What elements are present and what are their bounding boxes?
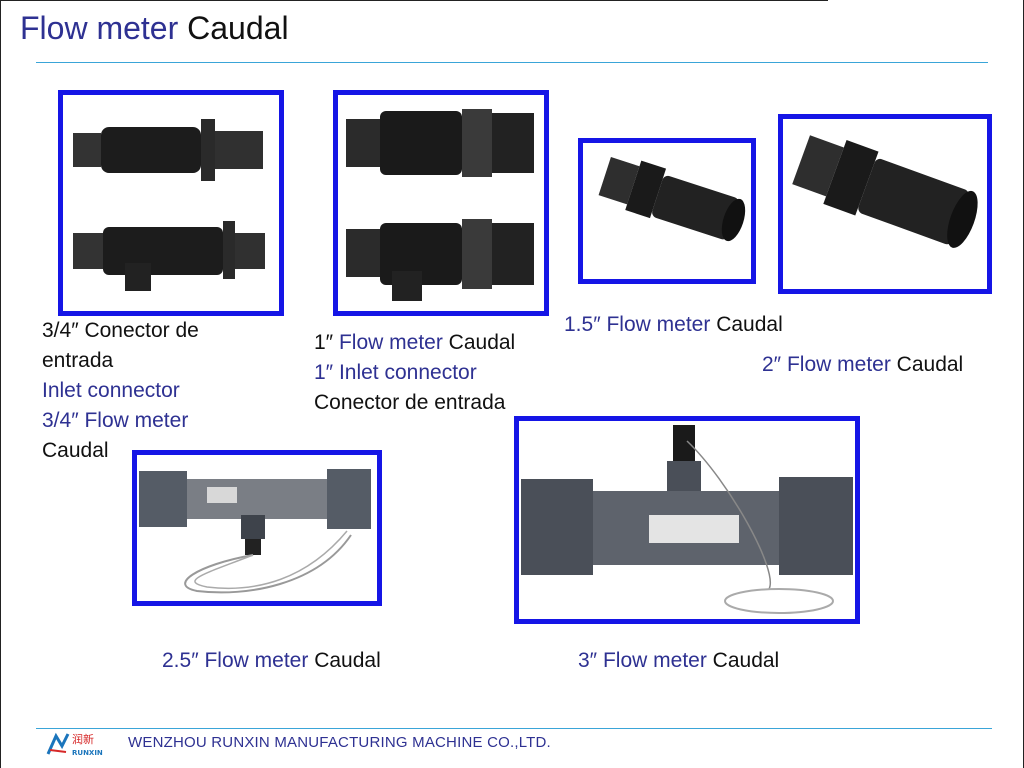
- title-flow-meter: Flow meter: [20, 10, 179, 46]
- caption-1-inch-conector: Conector de entrada: [314, 391, 506, 414]
- caption-2-inch: 2″ Flow meter Caudal: [762, 350, 963, 380]
- pipe-1-5-inch-image: [598, 157, 746, 242]
- caption-2-5-fm: Flow meter: [204, 649, 309, 672]
- caption-1-5-inch: 1.5″ Flow meter Caudal: [564, 310, 783, 340]
- caption-2-fm: Flow meter: [786, 353, 891, 376]
- photo-3-inch-flow-meter: [514, 416, 860, 624]
- header-rule: [36, 62, 988, 63]
- caption-3-4-line1: 3/4″ Conector de: [42, 319, 199, 342]
- caption-2-5-size: 2.5″: [162, 649, 199, 672]
- caption-3-4-line3: Inlet connector: [42, 379, 180, 402]
- runxin-logo-mark: 润新 RUNXIN: [46, 732, 103, 757]
- caption-3-4-block: 3/4″ Conector de entrada Inlet connector…: [42, 316, 199, 466]
- title-caudal: Caudal: [187, 10, 289, 46]
- photo-2-inch-flow-meter: [778, 114, 992, 294]
- caption-2-caudal: Caudal: [896, 353, 964, 376]
- caption-1-inch-block: 1″ Flow meter Caudal 1″ Inlet connector …: [314, 328, 515, 418]
- photo-1-5-inch-flow-meter: [578, 138, 756, 284]
- runxin-logo: 润新 RUNXIN: [46, 730, 116, 758]
- caption-3-caudal: Caudal: [712, 649, 780, 672]
- footer-rule: [36, 728, 992, 729]
- logo-en-text: RUNXIN: [72, 749, 103, 757]
- caption-3-fm: Flow meter: [602, 649, 707, 672]
- caption-1-inch-caudal: Caudal: [448, 331, 516, 354]
- caption-1-5-caudal: Caudal: [716, 313, 783, 336]
- caption-1-inch-size: 1″: [314, 331, 334, 354]
- pipe-3-inch-image: [521, 425, 853, 614]
- caption-2-size: 2″: [762, 353, 782, 376]
- slide-frame-top: [0, 0, 828, 1]
- caption-2-5-caudal: Caudal: [314, 649, 381, 672]
- caption-3-size: 3″: [578, 649, 598, 672]
- caption-1-inch-inlet: 1″ Inlet connector: [314, 361, 477, 384]
- photo-1-inch-flow-meter: [333, 90, 549, 316]
- pipe-1-inch-image: [346, 109, 534, 301]
- caption-1-inch-line1: 1″ Flow meter Caudal: [314, 328, 515, 358]
- caption-1-5-fm: Flow meter: [606, 313, 711, 336]
- caption-3-inch: 3″ Flow meter Caudal: [578, 646, 779, 676]
- page-title: Flow meter Caudal: [20, 8, 289, 48]
- caption-2-5-inch: 2.5″ Flow meter Caudal: [162, 646, 381, 676]
- caption-1-5-size: 1.5″: [564, 313, 601, 336]
- caption-3-4-line2: entrada: [42, 349, 114, 372]
- pipe-2-inch-image: [792, 135, 978, 248]
- slide-frame-left: [0, 0, 1, 768]
- pipe-3-4-image: [73, 119, 265, 291]
- footer-company-name: WENZHOU RUNXIN MANUFACTURING MACHINE CO.…: [128, 734, 551, 751]
- caption-3-4-line4: 3/4″ Flow meter: [42, 409, 189, 432]
- logo-cn-text: 润新: [72, 732, 94, 746]
- photo-3-4-flow-meter: [58, 90, 284, 316]
- photo-2-5-inch-flow-meter: [132, 450, 382, 606]
- caption-3-4-line5: Caudal: [42, 439, 109, 462]
- caption-1-inch-fm: Flow meter: [338, 331, 443, 354]
- pipe-2-5-inch-image: [139, 469, 371, 594]
